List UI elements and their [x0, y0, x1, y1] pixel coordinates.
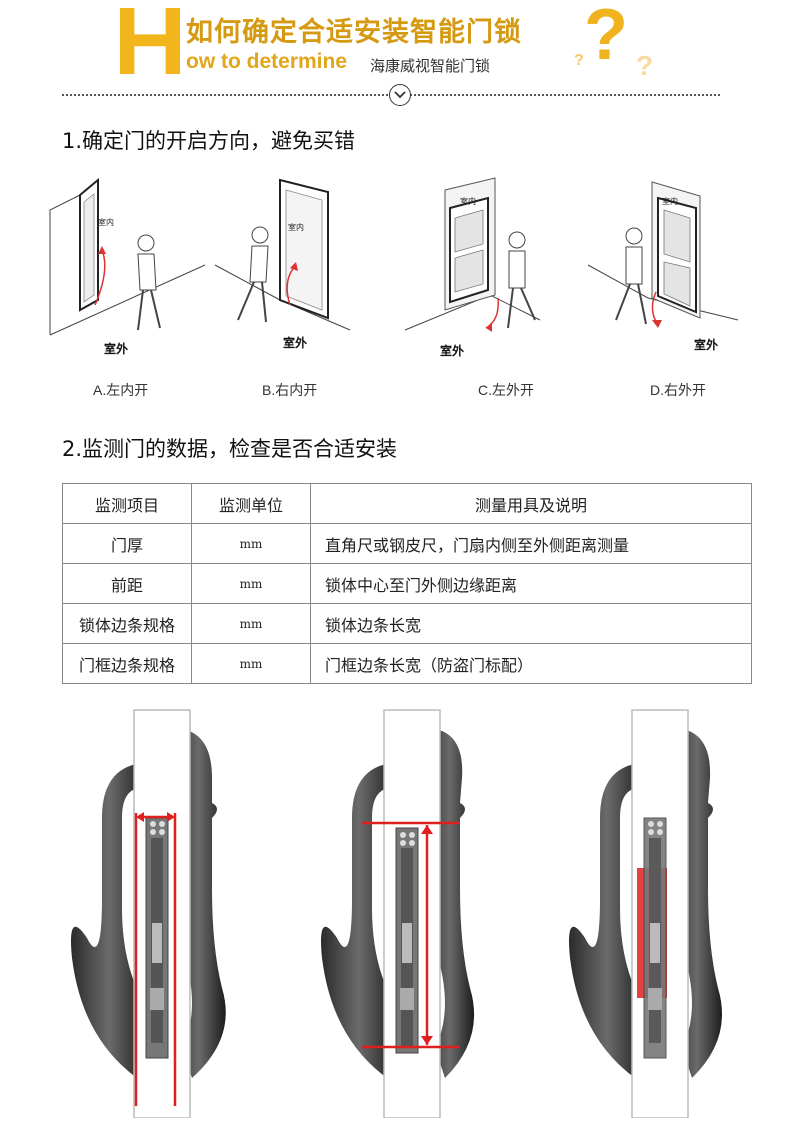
svg-text:室内: 室内: [98, 217, 114, 227]
door-caption-a: A.左内开: [93, 382, 149, 398]
outside-label-c: 室外: [440, 344, 465, 358]
table-cell: mm: [191, 643, 311, 684]
table-cell: 锁体中心至门外侧边缘距离: [310, 563, 752, 604]
table-row: 门厚 mm 直角尺或钢皮尺，门扇内侧至外侧距离测量: [62, 523, 752, 564]
title-english: ow to determine: [186, 50, 348, 73]
table-cell: 门框边条规格: [62, 643, 192, 684]
question-mark-light-icon: ?: [636, 50, 654, 81]
svg-text:室内: 室内: [460, 196, 476, 206]
table-cell: mm: [191, 603, 311, 644]
column-header: 监测项目: [62, 483, 192, 524]
svg-text:室内: 室内: [288, 222, 304, 232]
table-cell: mm: [191, 563, 311, 604]
table-cell: 锁体边条规格: [62, 603, 192, 644]
chevron-down-icon: [389, 84, 411, 106]
table-cell: 门框边条长宽（防盗门标配）: [310, 643, 752, 684]
section-1-heading: 1.确定门的开启方向，避免买错: [62, 129, 356, 153]
title-letter-h: [120, 8, 180, 74]
door-diagram-a: 室内: [49, 177, 206, 336]
door-caption-d: D.右外开: [650, 382, 706, 398]
door-caption-b: B.右内开: [262, 382, 318, 398]
question-mark-icon: ?: [584, 0, 628, 75]
table-header-row: 监测项目 监测单位 测量用具及说明: [62, 483, 752, 524]
table-cell: mm: [191, 523, 311, 564]
table-row: 锁体边条规格 mm 锁体边条长宽: [62, 603, 752, 644]
brand-subtitle: 海康威视智能门锁: [370, 57, 491, 75]
door-caption-c: C.左外开: [478, 382, 534, 398]
door-diagram-c: 室内: [404, 177, 541, 332]
outside-label-a: 室外: [104, 342, 129, 356]
svg-text:室内: 室内: [662, 196, 678, 206]
table-cell: 门厚: [62, 523, 192, 564]
column-header: 测量用具及说明: [310, 483, 752, 524]
outside-label-d: 室外: [694, 338, 719, 352]
outside-label-b: 室外: [283, 336, 308, 350]
lock-diagram-faceplate-length: [321, 709, 475, 1118]
lock-diagram-faceplate-width: [569, 709, 723, 1118]
table-cell: 前距: [62, 563, 192, 604]
lock-diagram-thickness: [71, 709, 226, 1118]
table-cell: 锁体边条长宽: [310, 603, 752, 644]
table-cell: 直角尺或钢皮尺，门扇内侧至外侧距离测量: [310, 523, 752, 564]
door-diagram-d: 室内: [588, 181, 739, 328]
door-diagram-b: 室内: [214, 178, 351, 331]
section-2-heading: 2.监测门的数据，检查是否合适安装: [62, 437, 398, 461]
question-mark-small-icon: ?: [574, 52, 584, 69]
column-header: 监测单位: [191, 483, 311, 524]
measurement-table: 监测项目 监测单位 测量用具及说明 门厚 mm 直角尺或钢皮尺，门扇内侧至外侧距…: [62, 483, 752, 684]
table-row: 门框边条规格 mm 门框边条长宽（防盗门标配）: [62, 643, 752, 684]
table-row: 前距 mm 锁体中心至门外侧边缘距离: [62, 563, 752, 604]
page-title: 如何确定合适安装智能门锁: [186, 17, 522, 48]
